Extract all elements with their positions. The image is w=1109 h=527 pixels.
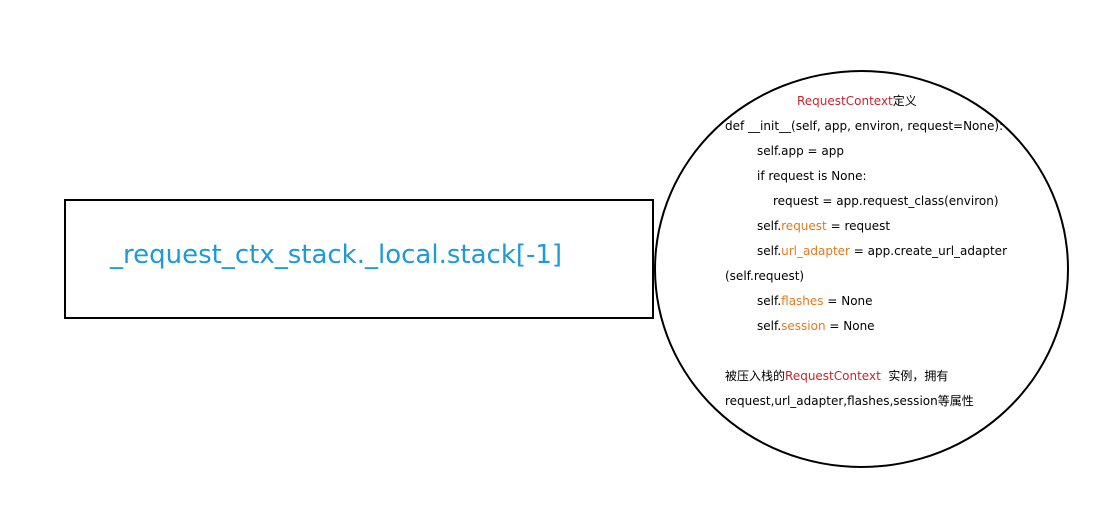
attribute-name: url_adapter bbox=[781, 244, 850, 258]
code-line-url-adapter: self.url_adapter = app.create_url_adapte… bbox=[757, 243, 1007, 259]
attribute-name: flashes bbox=[781, 294, 824, 308]
code-text: = None bbox=[825, 319, 875, 333]
request-context-circle bbox=[654, 70, 1069, 468]
code-text: self. bbox=[757, 294, 782, 308]
title-suffix: 定义 bbox=[892, 94, 917, 108]
note-class-name: RequestContext bbox=[785, 369, 881, 383]
attribute-name: session bbox=[781, 319, 826, 333]
code-text: def __init__(self, app, environ, request… bbox=[725, 119, 1004, 133]
code-line-session: self.session = None bbox=[757, 318, 875, 334]
code-text: = request bbox=[826, 219, 891, 233]
note-text: request,url_adapter,flashes,session等属性 bbox=[725, 394, 974, 408]
code-line-app: self.app = app bbox=[757, 143, 844, 159]
note-line-2: request,url_adapter,flashes,session等属性 bbox=[725, 393, 974, 409]
code-line-self-request-arg: (self.request) bbox=[725, 268, 804, 284]
code-text: if request is None: bbox=[757, 169, 867, 183]
code-line-flashes: self.flashes = None bbox=[757, 293, 873, 309]
code-text: self. bbox=[757, 244, 782, 258]
code-text: = app.create_url_adapter bbox=[849, 244, 1007, 258]
code-text: request = app.request_class(environ) bbox=[773, 194, 999, 208]
attribute-name: request bbox=[781, 219, 827, 233]
note-text: 实例，拥有 bbox=[880, 369, 949, 383]
code-text: (self.request) bbox=[725, 269, 805, 283]
title-class-name: RequestContext bbox=[797, 94, 893, 108]
code-line-self-request: self.request = request bbox=[757, 218, 890, 234]
code-text: self. bbox=[757, 319, 782, 333]
code-text: self.app = app bbox=[757, 144, 844, 158]
note-line-1: 被压入栈的RequestContext 实例，拥有 bbox=[725, 368, 948, 384]
code-line-request-class: request = app.request_class(environ) bbox=[773, 193, 999, 209]
code-text: = None bbox=[823, 294, 873, 308]
circle-title: RequestContext定义 bbox=[797, 93, 917, 109]
code-line-def: def __init__(self, app, environ, request… bbox=[725, 118, 1003, 134]
code-text: self. bbox=[757, 219, 782, 233]
stack-top-box: _request_ctx_stack._local.stack[-1] bbox=[64, 199, 654, 319]
note-text: 被压入栈的 bbox=[725, 369, 786, 383]
code-line-if: if request is None: bbox=[757, 168, 867, 184]
stack-top-expression: _request_ctx_stack._local.stack[-1] bbox=[110, 240, 563, 270]
